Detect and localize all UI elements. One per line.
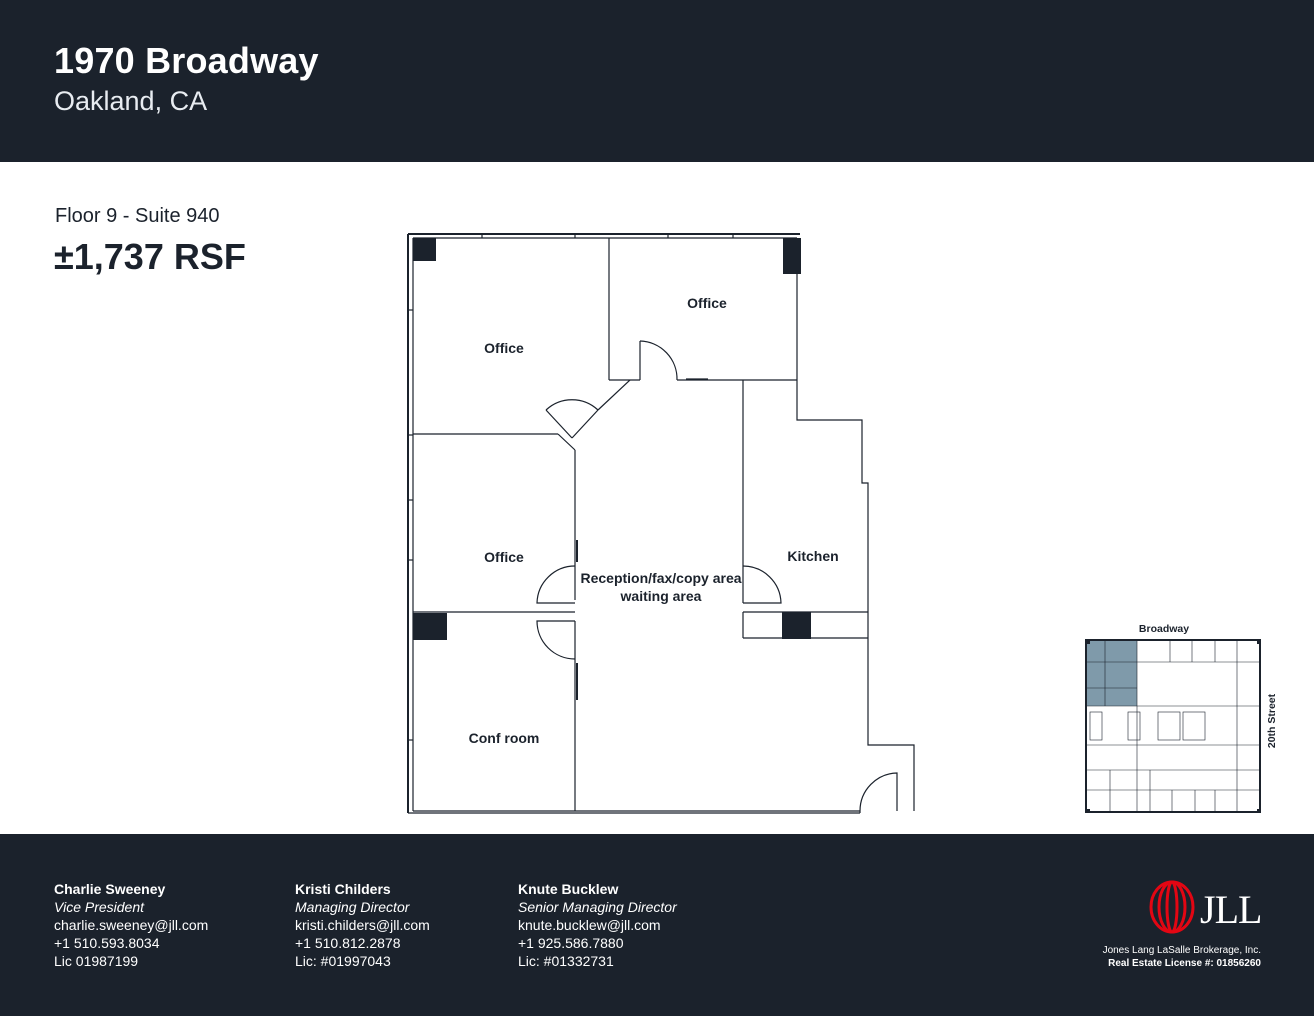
contact-role: Managing Director [295, 899, 410, 915]
room-reception-line1: Reception/fax/copy area [580, 570, 741, 586]
contact-card-2: Kristi Childers Managing Director kristi… [295, 880, 430, 970]
room-office-top-left: Office [484, 340, 524, 356]
contact-card-1: Charlie Sweeney Vice President charlie.s… [54, 880, 208, 970]
contact-name: Charlie Sweeney [54, 881, 166, 897]
contact-license: Lic: #01997043 [295, 953, 391, 969]
floor-suite-label: Floor 9 - Suite 940 [55, 205, 220, 227]
room-office-middle-left: Office [484, 549, 524, 565]
contact-name: Knute Bucklew [518, 881, 619, 897]
room-office-top-right: Office [687, 295, 727, 311]
contact-email[interactable]: knute.bucklew@jll.com [518, 917, 661, 933]
contact-phone[interactable]: +1 510.593.8034 [54, 935, 160, 951]
brokerage-info: Jones Lang LaSalle Brokerage, Inc. Real … [1103, 944, 1261, 970]
footer-band: Charlie Sweeney Vice President charlie.s… [0, 834, 1314, 1016]
jll-logo-text: JLL [1200, 887, 1262, 932]
key-map [1085, 639, 1261, 813]
contact-phone[interactable]: +1 510.812.2878 [295, 935, 401, 951]
brokerage-name: Jones Lang LaSalle Brokerage, Inc. [1102, 945, 1261, 956]
keymap-street-20th: 20th Street [1266, 693, 1278, 748]
room-reception-line2: waiting area [620, 588, 702, 604]
contact-license: Lic 01987199 [54, 953, 139, 969]
plan-walls [407, 233, 915, 814]
contact-email[interactable]: charlie.sweeney@jll.com [54, 917, 209, 933]
contact-role: Vice President [54, 899, 145, 915]
jll-logo-icon [1149, 880, 1195, 934]
brokerage-license: Real Estate License #: 01856260 [1108, 958, 1261, 969]
contact-name: Kristi Childers [295, 881, 391, 897]
contact-role: Senior Managing Director [518, 899, 677, 915]
room-conf: Conf room [469, 730, 540, 746]
rentable-area: ±1,737 RSF [54, 236, 246, 277]
property-location: Oakland, CA [54, 86, 208, 116]
contact-license: Lic: #01332731 [518, 953, 614, 969]
structural-columns [413, 238, 811, 640]
header-band: 1970 Broadway Oakland, CA [0, 0, 1314, 162]
contact-email[interactable]: kristi.childers@jll.com [295, 917, 430, 933]
contact-phone[interactable]: +1 925.586.7880 [518, 935, 624, 951]
keymap-street-broadway: Broadway [1139, 623, 1189, 635]
property-title: 1970 Broadway [54, 40, 319, 81]
contact-card-3: Knute Bucklew Senior Managing Director k… [518, 880, 677, 970]
room-kitchen: Kitchen [787, 548, 838, 564]
